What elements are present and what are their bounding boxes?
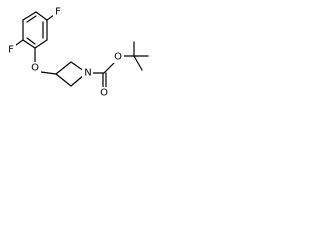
bond-c-f-top [46,14,55,21]
atom-fluorine-left: F [6,44,16,56]
atom-fluorine-top: F [53,6,63,18]
bond-c-f-left [15,39,24,46]
ring-bond [22,11,37,21]
ring-double-bond [26,37,36,45]
bond-oxygen-azetidine [40,71,57,75]
ring-bond [35,11,48,21]
structure-diagram: F F O N O O [6,6,149,99]
ring-bond [70,74,85,87]
tert-butyl-group [133,41,149,71]
ring-double-bond [26,15,37,23]
oxygen-label: O [100,88,108,99]
ring-bond [22,39,36,49]
tbutyl-bond [133,55,143,71]
atom-azetidine-nitrogen: N [82,67,93,79]
fluorine-label: F [55,7,61,18]
nitrogen-label: N [84,68,91,79]
azetidine-ring [55,61,85,87]
atom-ether-oxygen: O [30,62,41,74]
ring-bond [70,61,85,72]
atom-ester-oxygen: O [113,51,124,63]
bond-carbonyl-ester-oxygen [103,62,115,74]
ring-bond [55,73,72,87]
benzene-ring [22,11,48,49]
ring-bond [55,61,72,75]
oxygen-label: O [114,52,122,63]
fluorine-label: F [8,45,14,56]
atom-carbonyl-oxygen: O [99,87,110,99]
ring-bond [34,39,48,49]
oxygen-label: O [31,63,39,74]
